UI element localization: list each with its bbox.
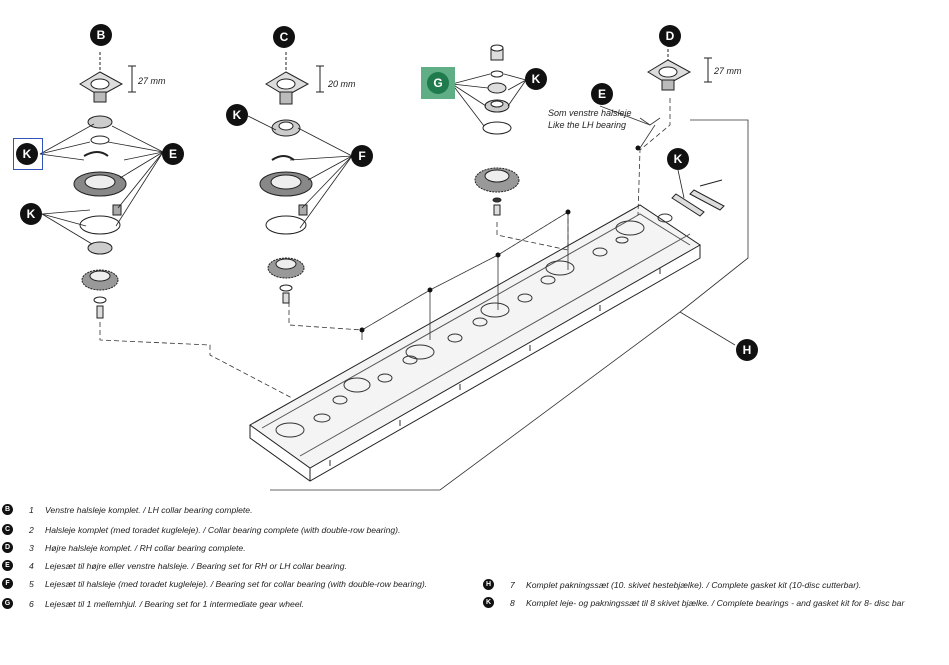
legend-badge: F [2, 578, 13, 589]
highlight-box-k [13, 138, 43, 170]
callout-k-middle: K [226, 104, 248, 126]
callout-c: C [273, 26, 295, 48]
legend-number: 6 [29, 598, 34, 609]
callout-d: D [659, 25, 681, 47]
assembly-g [474, 44, 520, 216]
legend-item-c: C 2 Halsleje komplet (med toradet kuglel… [2, 524, 400, 535]
callout-e-right: E [591, 83, 613, 105]
callout-k-left-upper: K [16, 143, 38, 165]
legend-badge: G [2, 598, 13, 609]
legend-text: Komplet pakningssæt (10. skivet hestebjæ… [526, 579, 862, 590]
legend-item-e: E 4 Lejesæt til højre eller venstre hals… [2, 560, 347, 571]
like-lh-bearing-note: Som venstre halsleje Like the LH bearing [548, 107, 632, 131]
callout-leaders [39, 73, 685, 245]
legend-number: 4 [29, 560, 34, 571]
legend-badge: D [2, 542, 13, 553]
legend-text: Højre halsleje komplet. / RH collar bear… [45, 542, 246, 553]
legend-text: Venstre halsleje komplet. / LH collar be… [45, 504, 253, 515]
dimension-d: 27 mm [714, 66, 742, 76]
callout-g: G [427, 72, 449, 94]
callout-k-right-top: K [525, 68, 547, 90]
legend-text: Komplet leje- og pakningssæt til 8 skive… [526, 597, 905, 608]
callout-k-left-lower: K [20, 203, 42, 225]
legend-item-d: D 3 Højre halsleje komplet. / RH collar … [2, 542, 246, 553]
dimension-b: 27 mm [138, 76, 166, 86]
legend-text: Lejesæt til højre eller venstre halsleje… [45, 560, 347, 571]
note-line-1: Som venstre halsleje [548, 108, 632, 118]
callout-b: B [90, 24, 112, 46]
assembly-d [647, 44, 712, 91]
legend-badge: H [483, 579, 494, 590]
dimension-c: 20 mm [328, 79, 356, 89]
legend-badge: C [2, 524, 13, 535]
legend-item-b: B 1 Venstre halsleje komplet. / LH colla… [2, 504, 252, 515]
legend-number: 8 [510, 597, 515, 608]
callout-e-left: E [162, 143, 184, 165]
legend-item-k: K 8 Komplet leje- og pakningssæt til 8 s… [483, 597, 904, 608]
callout-f: F [351, 145, 373, 167]
legend-number: 5 [29, 578, 34, 589]
legend-number: 7 [510, 579, 515, 590]
cutterbar [249, 204, 701, 482]
callout-k-right: K [667, 148, 689, 170]
callout-h: H [736, 339, 758, 361]
legend-badge: B [2, 504, 13, 515]
legend-item-h: H 7 Komplet pakningssæt (10. skivet hest… [483, 579, 861, 590]
legend-badge: K [483, 597, 494, 608]
legend-badge: E [2, 560, 13, 571]
legend-text: Lejesæt til halsleje (med toradet kuglel… [45, 578, 428, 589]
leader-lines [99, 98, 749, 491]
legend-item-g: G 6 Lejesæt til 1 mellemhjul. / Bearing … [2, 598, 304, 609]
legend-item-f: F 5 Lejesæt til halsleje (med toradet ku… [2, 578, 427, 589]
legend-text: Halsleje komplet (med toradet kugleleje)… [45, 524, 401, 535]
legend-number: 3 [29, 542, 34, 553]
assembly-c [259, 52, 324, 304]
legend-number: 1 [29, 504, 34, 515]
assembly-b [73, 52, 136, 319]
gasket-parts [671, 179, 725, 217]
note-line-2: Like the LH bearing [548, 120, 627, 130]
legend-text: Lejesæt til 1 mellemhjul. / Bearing set … [45, 598, 304, 609]
legend-number: 2 [29, 524, 34, 535]
